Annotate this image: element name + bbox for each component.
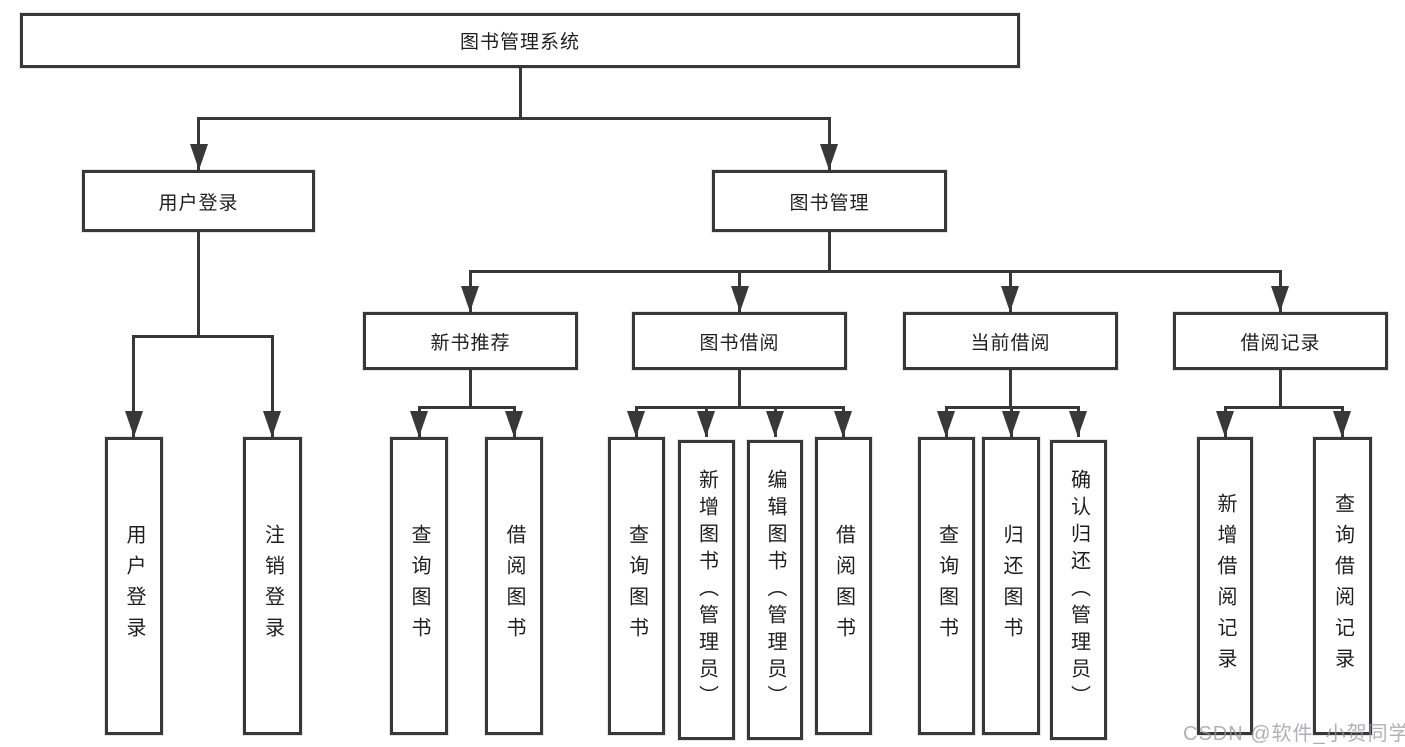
arrow-down-icon — [125, 411, 143, 437]
leaf-borrow-book-recommend: 借阅图书 — [485, 437, 543, 735]
arrow-down-icon — [1271, 286, 1289, 312]
connector-root-stem-line — [519, 68, 522, 120]
connector-book-mgmt-rail-line — [469, 270, 1282, 273]
leaf-add-book-admin: 新增图书（管理员） — [678, 440, 735, 740]
leaf-borrow-book: 借阅图书 — [815, 437, 872, 735]
node-book-management: 图书管理 — [712, 170, 947, 232]
arrow-down-icon — [505, 411, 523, 437]
connector-user-login-rail-line — [132, 335, 274, 338]
connector-rail-line — [418, 406, 516, 409]
connector-drop-book-mgmt-line — [828, 117, 831, 170]
arrow-down-icon — [1001, 286, 1019, 312]
arrow-down-icon — [1069, 411, 1087, 437]
leaf-return-book: 归还图书 — [982, 437, 1040, 735]
connector-drop-line — [271, 335, 274, 437]
node-new-book-recommend: 新书推荐 — [363, 312, 578, 370]
arrow-down-icon — [627, 411, 645, 437]
arrow-down-icon — [410, 411, 428, 437]
arrow-down-icon — [461, 286, 479, 312]
node-root-system: 图书管理系统 — [20, 13, 1020, 68]
arrow-down-icon — [820, 144, 838, 170]
node-user-login: 用户登录 — [82, 170, 315, 232]
connector-drop-line — [132, 335, 135, 437]
leaf-query-book-borrow: 查询图书 — [608, 437, 665, 735]
connector-stem-line — [469, 370, 472, 409]
leaf-user-login: 用户登录 — [105, 437, 163, 735]
leaf-add-borrow-record: 新增借阅记录 — [1197, 437, 1253, 735]
csdn-watermark: CSDN @软件_小贺同学 — [1183, 723, 1405, 745]
connector-stem-line — [738, 370, 741, 409]
arrow-down-icon — [190, 144, 208, 170]
arrow-down-icon — [1216, 411, 1234, 437]
node-book-borrow: 图书借阅 — [632, 312, 847, 370]
arrow-down-icon — [731, 286, 749, 312]
leaf-query-book-current: 查询图书 — [918, 437, 975, 735]
connector-stem-line — [1279, 370, 1282, 409]
arrow-down-icon — [697, 411, 715, 437]
connector-root-rail-line — [197, 117, 831, 120]
arrow-down-icon — [834, 411, 852, 437]
arrow-down-icon — [766, 411, 784, 437]
arrow-down-icon — [1002, 411, 1020, 437]
connector-rail-line — [1224, 406, 1344, 409]
connector-rail-line — [635, 406, 845, 409]
leaf-logout: 注销登录 — [243, 437, 302, 735]
connector-stem-line — [1009, 370, 1012, 409]
node-current-borrow: 当前借阅 — [903, 312, 1118, 370]
leaf-query-borrow-record: 查询借阅记录 — [1313, 437, 1372, 735]
arrow-down-icon — [1333, 411, 1351, 437]
connector-book-mgmt-stem-line — [828, 232, 831, 273]
connector-user-login-stem-line — [197, 232, 200, 338]
leaf-query-book-recommend: 查询图书 — [390, 437, 448, 735]
leaf-edit-book-admin: 编辑图书（管理员） — [747, 440, 803, 740]
arrow-down-icon — [263, 411, 281, 437]
leaf-confirm-return-admin: 确认归还（管理员） — [1050, 440, 1107, 740]
node-borrow-record: 借阅记录 — [1173, 312, 1388, 370]
connector-drop-user-login-line — [197, 117, 200, 170]
arrow-down-icon — [937, 411, 955, 437]
